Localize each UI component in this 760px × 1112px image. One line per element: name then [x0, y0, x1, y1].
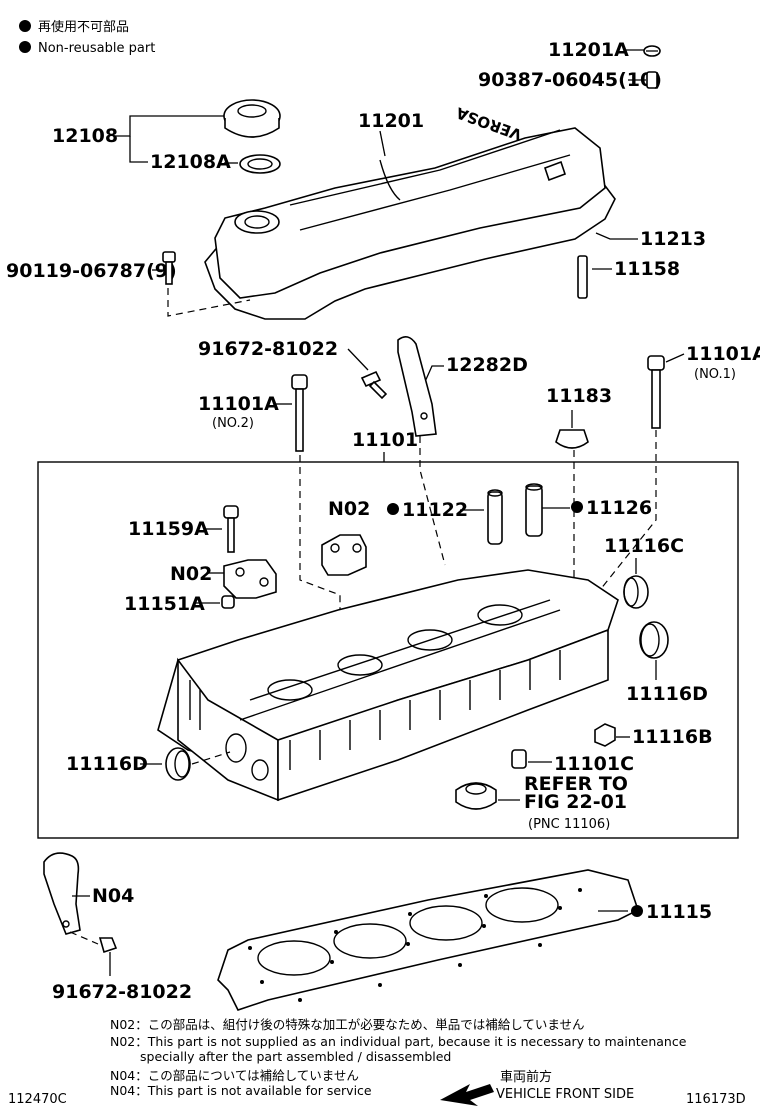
label-11201A[interactable]: 11201A [548, 39, 629, 61]
label-11101A-no1[interactable]: 11101A [686, 343, 760, 365]
label-n02-a[interactable]: N02 [328, 498, 370, 520]
label-11158[interactable]: 11158 [614, 258, 680, 280]
label-90387[interactable]: 90387-06045(10) [478, 69, 662, 91]
note-n02-en-1: N02：This part is not supplied as an indi… [110, 1034, 687, 1049]
part-11116D-right: 11116D [626, 621, 708, 705]
part-11183: 11183 [546, 385, 612, 600]
non-reusable-dot-icon [631, 905, 643, 917]
part-11115-head-gasket: 11115 [217, 869, 712, 1011]
legend-en: Non-reusable part [38, 41, 155, 56]
part-91672-top: 91672-81022 [198, 338, 388, 400]
direction-jp: 車両前方 [500, 1069, 552, 1085]
label-12108[interactable]: 12108 [52, 125, 118, 147]
part-11116D-left: 11116D [66, 747, 231, 781]
label-11116B[interactable]: 11116B [632, 726, 713, 748]
label-n04[interactable]: N04 [92, 885, 134, 907]
label-11126[interactable]: 11126 [586, 497, 652, 519]
refer-fig: REFER TO FIG 22-01 (PNC 11106) [455, 773, 628, 832]
vehicle-front-arrow-icon [440, 1084, 494, 1106]
label-no1: (NO.1) [694, 367, 736, 382]
part-90119: 90119-06787(9) [6, 251, 251, 317]
part-11116B: 11116B [594, 723, 713, 748]
part-11101C: 11101C [511, 749, 634, 775]
part-11126: 11126 [525, 483, 652, 537]
legend-jp: 再使用不可部品 [38, 19, 129, 35]
note-n02-jp: N02：この部品は、組付け後の特殊な加工が必要なため、単品では補給していません [110, 1017, 585, 1032]
label-11151A[interactable]: 11151A [124, 593, 205, 615]
label-11116D-left[interactable]: 11116D [66, 753, 148, 775]
label-11201[interactable]: 11201 [358, 110, 424, 132]
part-11159A: 11159A [128, 505, 239, 553]
part-12282D: 12282D [397, 336, 528, 566]
part-11101A-no1: 11101A (NO.1) [599, 343, 760, 591]
label-12108A[interactable]: 12108A [150, 151, 231, 173]
footer-right-code: 116173D [686, 1092, 746, 1107]
label-11183[interactable]: 11183 [546, 385, 612, 407]
non-reusable-dot-icon [571, 501, 583, 513]
refer-line-3[interactable]: (PNC 11106) [528, 817, 610, 832]
part-12108: 12108 [52, 99, 281, 163]
part-n02-upper: N02 [321, 498, 370, 576]
part-90387: 90387-06045(10) [478, 69, 662, 91]
footer-left-code: 112470C [8, 1092, 67, 1107]
part-n04: N04 [43, 852, 134, 976]
note-n04-jp: N04：この部品については補給していません [110, 1068, 359, 1083]
label-91672-top[interactable]: 91672-81022 [198, 338, 338, 360]
part-11116C: 11116C [604, 535, 684, 609]
non-reusable-dot-icon [387, 503, 399, 515]
part-12108A: 12108A [150, 151, 281, 174]
part-n02-lower: N02 [170, 559, 277, 599]
label-12282D[interactable]: 12282D [446, 354, 528, 376]
legend-dot-icon [19, 41, 31, 53]
label-11101[interactable]: 11101 [352, 429, 418, 451]
label-11159A[interactable]: 11159A [128, 518, 209, 540]
part-11213: 11213 [595, 228, 706, 250]
part-11151A: 11151A [124, 593, 235, 615]
legend-dot-icon [19, 20, 31, 32]
label-n02-b[interactable]: N02 [170, 563, 212, 585]
head-group-frame [37, 461, 739, 839]
label-11116D-right[interactable]: 11116D [626, 683, 708, 705]
refer-line-2[interactable]: FIG 22-01 [524, 791, 627, 813]
label-no2: (NO.2) [212, 416, 254, 431]
cover-embossing: VEROSA [453, 103, 524, 144]
note-n04-en: N04：This part is not available for servi… [110, 1083, 372, 1098]
label-11213[interactable]: 11213 [640, 228, 706, 250]
label-11116C[interactable]: 11116C [604, 535, 684, 557]
label-11122[interactable]: 11122 [402, 499, 468, 521]
part-11122: 11122 [387, 489, 503, 545]
direction-en: VEHICLE FRONT SIDE [496, 1087, 634, 1102]
part-11101-cylinder-head: 11101 [37, 429, 739, 839]
legend: 再使用不可部品 Non-reusable part [19, 19, 155, 56]
part-11201-valve-cover: 11201 VEROSA [204, 103, 616, 320]
footer: 112470C 116173D 車両前方 VEHICLE FRONT SIDE [8, 1069, 746, 1107]
refer-line-1[interactable]: REFER TO [524, 773, 628, 795]
part-91672-bottom: 91672-81022 [52, 981, 192, 1003]
note-n02-en-2: specially after the part assembled / dis… [140, 1049, 451, 1064]
label-11115[interactable]: 11115 [646, 901, 712, 923]
label-11101C[interactable]: 11101C [554, 753, 634, 775]
notes: N02：この部品は、組付け後の特殊な加工が必要なため、単品では補給していません … [110, 1017, 687, 1098]
part-11201A: 11201A [548, 39, 661, 61]
label-90119[interactable]: 90119-06787(9) [6, 260, 177, 282]
label-11101A-no2[interactable]: 11101A [198, 393, 279, 415]
part-11158: 11158 [577, 255, 680, 299]
label-91672-bottom[interactable]: 91672-81022 [52, 981, 192, 1003]
